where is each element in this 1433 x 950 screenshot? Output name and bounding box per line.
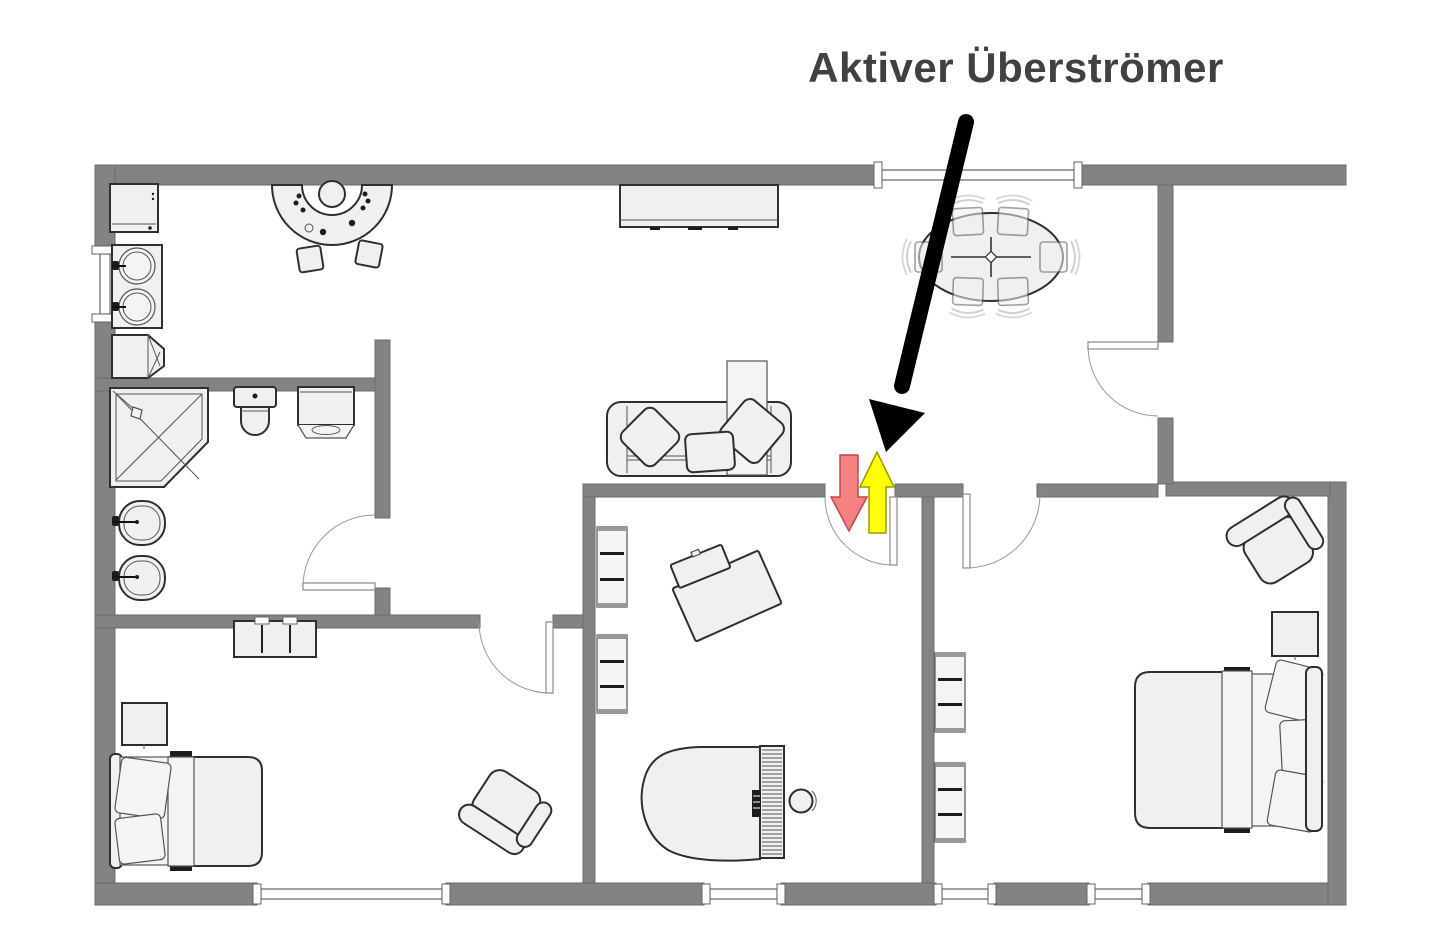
washing-machine: [297, 386, 355, 439]
dining-set: [901, 194, 1081, 319]
shower: [109, 387, 209, 488]
pillow: [114, 813, 166, 865]
fridge: [109, 183, 159, 233]
sofa-pillow: [684, 430, 736, 474]
red-down-arrow: [829, 454, 869, 533]
window-bottom-4: [1086, 883, 1151, 905]
wall-segment: [921, 496, 935, 884]
wall-segment: [894, 483, 964, 498]
bedroom2-door: [962, 493, 1041, 569]
doors: [302, 341, 1159, 694]
window-bottom-1: [252, 883, 451, 905]
sideboard: [619, 184, 779, 230]
wall-segment: [94, 882, 258, 906]
double-bed: [109, 751, 263, 871]
annotation-title: Aktiver Überströmer: [808, 44, 1224, 91]
window-top: [873, 161, 1083, 189]
blanket-fold: [167, 756, 195, 867]
wall-segment: [1077, 164, 1347, 186]
wall-shelf: [596, 526, 628, 608]
wall-segment: [1165, 481, 1331, 497]
headboard: [1305, 666, 1323, 832]
bedroom2: [934, 495, 1325, 843]
desk: [669, 543, 783, 642]
blanket: [1134, 671, 1226, 829]
sofa: [606, 360, 792, 477]
wall-segment: [582, 483, 826, 498]
dresser: [233, 616, 317, 658]
bedroom1-door: [478, 621, 554, 694]
wall-segment: [374, 587, 391, 616]
dining-chair: [1039, 238, 1081, 276]
dining-chair: [995, 276, 1033, 319]
living-room: [606, 184, 1081, 477]
kitchen: [109, 180, 394, 379]
blanket-fold: [1221, 670, 1253, 829]
double-sink-unit: [111, 244, 163, 329]
bedroom1: [109, 616, 553, 871]
yellow-up-arrow: [858, 450, 896, 534]
side-table: [1271, 611, 1319, 660]
piano-stool: [788, 788, 814, 814]
wall-segment: [1157, 417, 1174, 485]
music-room-door: [824, 496, 898, 566]
window-bottom-3: [933, 883, 997, 905]
wall-segment: [1147, 882, 1347, 906]
sofa-pillow: [719, 398, 785, 464]
wall-segment: [993, 882, 1090, 906]
dining-chair: [995, 194, 1033, 237]
flow-arrows: [829, 450, 896, 534]
bar-stool: [354, 239, 384, 269]
wall-segment: [1157, 184, 1174, 343]
bar-stool: [295, 244, 325, 274]
dining-chair: [948, 276, 986, 319]
wall-shelf: [934, 762, 966, 843]
wall-segment: [582, 489, 596, 884]
bathroom: [109, 386, 355, 601]
armchair: [1225, 495, 1325, 585]
washbasin: [112, 500, 166, 546]
grand-piano: [640, 745, 817, 862]
wall-segment: [94, 164, 879, 186]
corner-cabinet: [111, 334, 165, 379]
armchair: [458, 769, 553, 856]
dining-room-door: [1087, 341, 1159, 417]
sofa-pillow: [619, 406, 681, 468]
side-table: [121, 702, 168, 749]
wall-segment: [1036, 483, 1159, 498]
wall-shelf: [934, 652, 966, 733]
washbasin: [112, 555, 166, 601]
double-bed: [1134, 659, 1324, 833]
wall-shelf: [596, 634, 628, 714]
toilet: [233, 386, 277, 436]
windows: [91, 161, 1151, 905]
bathroom-door: [302, 514, 376, 591]
black-pointer-arrow: [869, 114, 974, 452]
music-room: [596, 526, 817, 862]
wall-segment: [1327, 481, 1347, 906]
wall-segment: [780, 882, 937, 906]
window-bottom-2: [701, 883, 786, 905]
monitor: [669, 543, 732, 589]
wall-segment: [445, 882, 705, 906]
wall-segment: [374, 339, 391, 519]
bar-counter: [270, 180, 394, 246]
pillow: [114, 756, 172, 820]
